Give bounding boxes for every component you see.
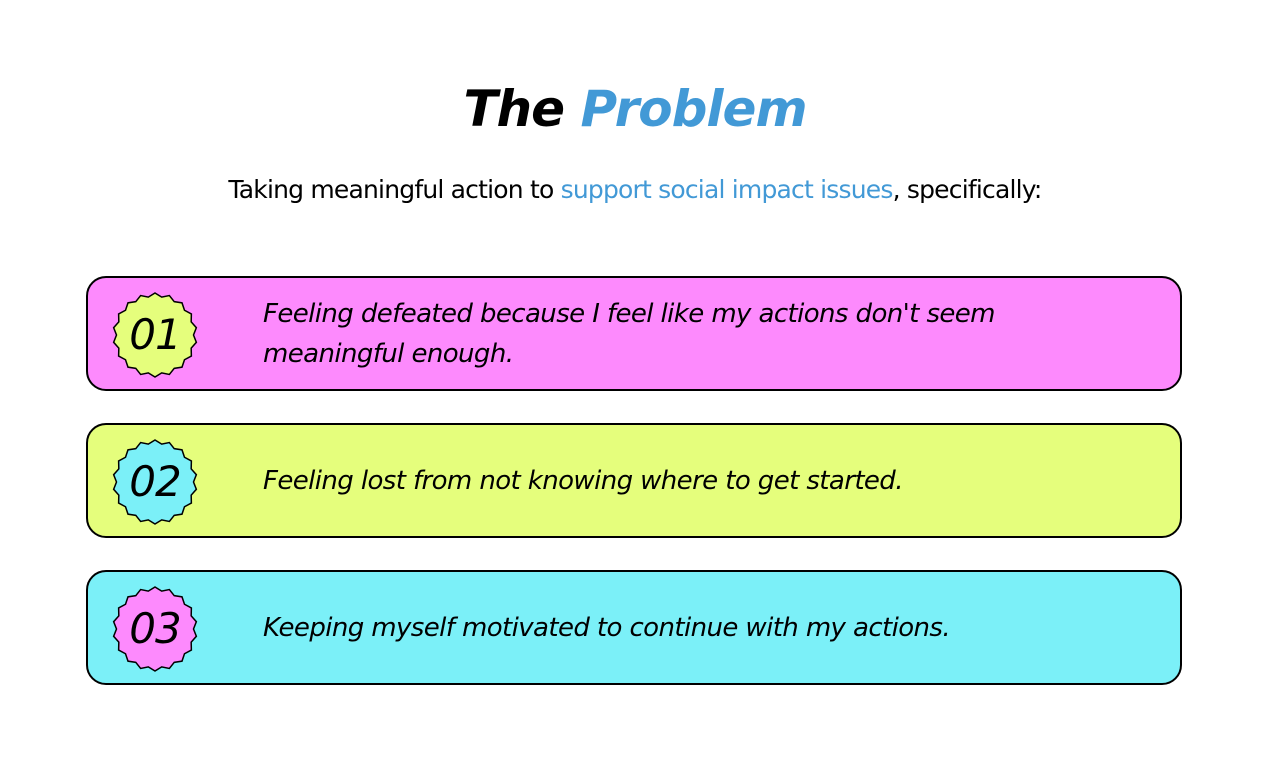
problem-card-3: 03 Keeping myself motivated to continue … bbox=[86, 570, 1182, 685]
page-subtitle: Taking meaningful action to support soci… bbox=[0, 170, 1270, 210]
badge-shape bbox=[112, 292, 198, 378]
subtitle-tail: , specifically: bbox=[892, 175, 1043, 204]
problem-badge-3: 03 bbox=[111, 585, 199, 673]
problem-badge-1: 01 bbox=[111, 291, 199, 379]
problem-text: Feeling defeated because I feel like my … bbox=[263, 298, 996, 369]
badge-shape bbox=[112, 439, 198, 525]
starburst-badge-icon bbox=[112, 586, 198, 672]
starburst-badge-icon bbox=[112, 292, 198, 378]
problem-number: 02 bbox=[129, 457, 181, 506]
title-accent: Problem bbox=[580, 80, 807, 138]
title-prefix: The bbox=[463, 80, 581, 138]
problem-card-2: 02 Feeling lost from not knowing where t… bbox=[86, 423, 1182, 538]
badge-shape bbox=[112, 586, 198, 672]
problem-text: Feeling lost from not knowing where to g… bbox=[263, 465, 903, 496]
problem-badge-2: 02 bbox=[111, 438, 199, 526]
problem-text: Keeping myself motivated to continue wit… bbox=[263, 612, 951, 643]
problem-number: 03 bbox=[129, 604, 181, 653]
page-title: The Problem bbox=[0, 74, 1270, 144]
subtitle-lead: Taking meaningful action to bbox=[228, 175, 561, 204]
starburst-badge-icon bbox=[112, 439, 198, 525]
problem-number: 01 bbox=[129, 310, 181, 359]
subtitle-highlight: support social impact issues bbox=[560, 175, 894, 204]
problem-card-1: 01 Feeling defeated because I feel like … bbox=[86, 276, 1182, 391]
